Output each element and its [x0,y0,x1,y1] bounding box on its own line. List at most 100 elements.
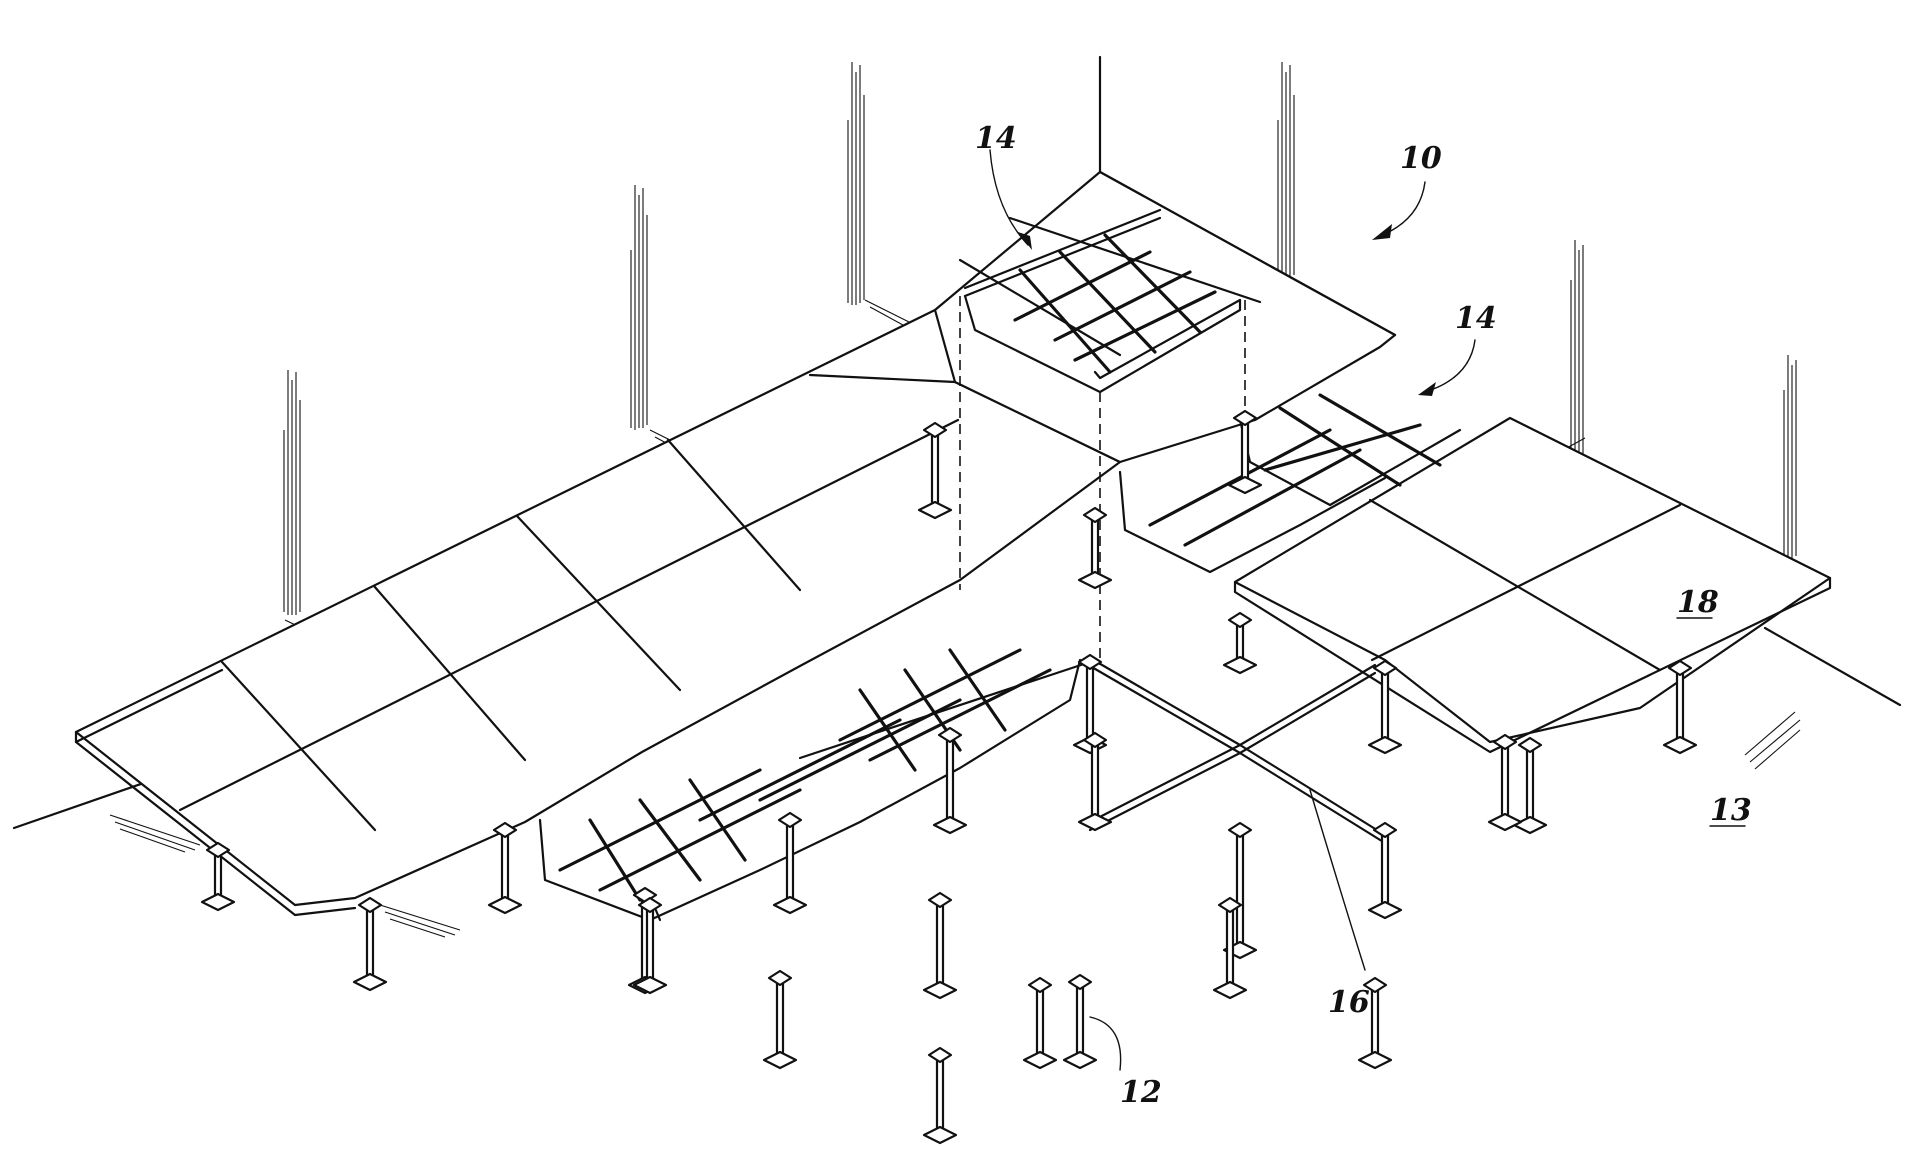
alignment-dashes [959,296,1246,665]
stringer-grid [798,656,1387,845]
pedestal-post [1035,983,1045,1062]
pedestal-post [645,903,655,987]
pedestal-post [935,898,945,992]
label-14-upper: 14 [975,121,1017,156]
arrow-head-14-upper [1018,232,1032,250]
pedestal [922,1046,958,1145]
pedestal-post [1240,416,1250,487]
pedestal-post [1235,828,1245,952]
pedestal-head [777,811,803,829]
pedestal [1062,973,1098,1070]
pedestal-base-plate [352,972,388,992]
pedestal-head [205,841,231,859]
reference-numerals: 10 14 14 18 13 16 12 [975,121,1752,1110]
pedestal-base-plate [1077,570,1113,590]
pedestal-head [767,969,793,987]
pedestal-base-plate [1367,735,1403,755]
pedestal-post [1380,666,1390,747]
pedestal-base-plate [1227,475,1263,495]
pedestal [1077,731,1113,832]
leader-10 [1379,181,1426,237]
pedestal-head [1492,733,1518,751]
pedestal-post [1500,740,1510,824]
pedestal-post [1085,660,1095,747]
pedestal-head [357,896,383,914]
pedestal-head [1082,731,1108,749]
pedestal [352,896,388,992]
leader-12 [1089,1016,1122,1071]
pedestal-post [930,428,940,512]
pedestal [632,896,668,995]
pedestal [1022,976,1058,1070]
arrow-head-14-right [1418,382,1436,396]
pedestal-base-plate [922,1125,958,1145]
cable-tray-right [1118,393,1462,574]
pedestal-head [927,1046,953,1064]
pedestal-base-plate [1022,1050,1058,1070]
pedestal [1357,976,1393,1070]
leader-16 [1309,789,1366,971]
label-12: 12 [1120,1075,1162,1110]
pedestal-post [1090,513,1100,582]
label-14-right: 14 [1455,301,1497,336]
pedestal-head [1227,611,1253,629]
leader-14-right [1424,339,1476,393]
pedestal-base-plate [1367,900,1403,920]
pedestal-head [492,821,518,839]
pedestal-base-plate [487,895,523,915]
pedestal-post [1225,903,1235,992]
pedestal-post [935,1053,945,1137]
pedestal-post [1525,743,1535,827]
pedestal [1212,896,1248,1000]
pedestal [487,821,523,915]
pedestal-head [1667,659,1693,677]
pedestal [932,726,968,835]
pedestal-head [1027,976,1053,994]
pedestal-base-plate [1662,735,1698,755]
pedestal-post [1090,738,1100,824]
pedestal-base-plate [762,1050,798,1070]
pedestal-base-plate [932,815,968,835]
pedestal [1367,821,1403,920]
pedestal [200,841,236,912]
pedestal-head [1227,821,1253,839]
pedestal [1487,733,1523,832]
label-18: 18 [1677,585,1719,620]
label-13: 13 [1710,793,1752,828]
pedestal [917,421,953,520]
pedestal-post [1075,980,1085,1062]
pedestal [1077,506,1113,590]
pedestal-base-plate [1062,1050,1098,1070]
pedestal [922,891,958,1000]
pedestal-base-plate [917,500,953,520]
pedestal-head [1217,896,1243,914]
pedestal-base-plate [922,980,958,1000]
pedestal-post [1370,983,1380,1062]
pedestal-base-plate [1487,812,1523,832]
pedestal-head [1372,659,1398,677]
leader-14-upper [989,149,1029,246]
pedestal-head [922,421,948,439]
pedestal [1222,611,1258,675]
pedestal-post [1675,666,1685,747]
pedestal-head [927,891,953,909]
pedestal [1512,736,1548,835]
pedestal-base-plate [1212,980,1248,1000]
pedestal-post [500,828,510,907]
pedestal-post [775,976,785,1062]
pedestal-post [365,903,375,984]
pedestals [200,409,1698,1145]
pedestal-head [1077,653,1103,671]
reference-leaders [989,149,1476,1071]
pedestal [772,811,808,915]
wall-hatching [283,62,1797,615]
pedestal-head [637,896,663,914]
pedestal-head [1517,736,1543,754]
pedestal [1367,659,1403,755]
pedestal-base-plate [632,975,668,995]
pedestal-head [937,726,963,744]
pedestal-base-plate [1077,812,1113,832]
label-16: 16 [1328,985,1370,1020]
pedestal-head [1372,821,1398,839]
